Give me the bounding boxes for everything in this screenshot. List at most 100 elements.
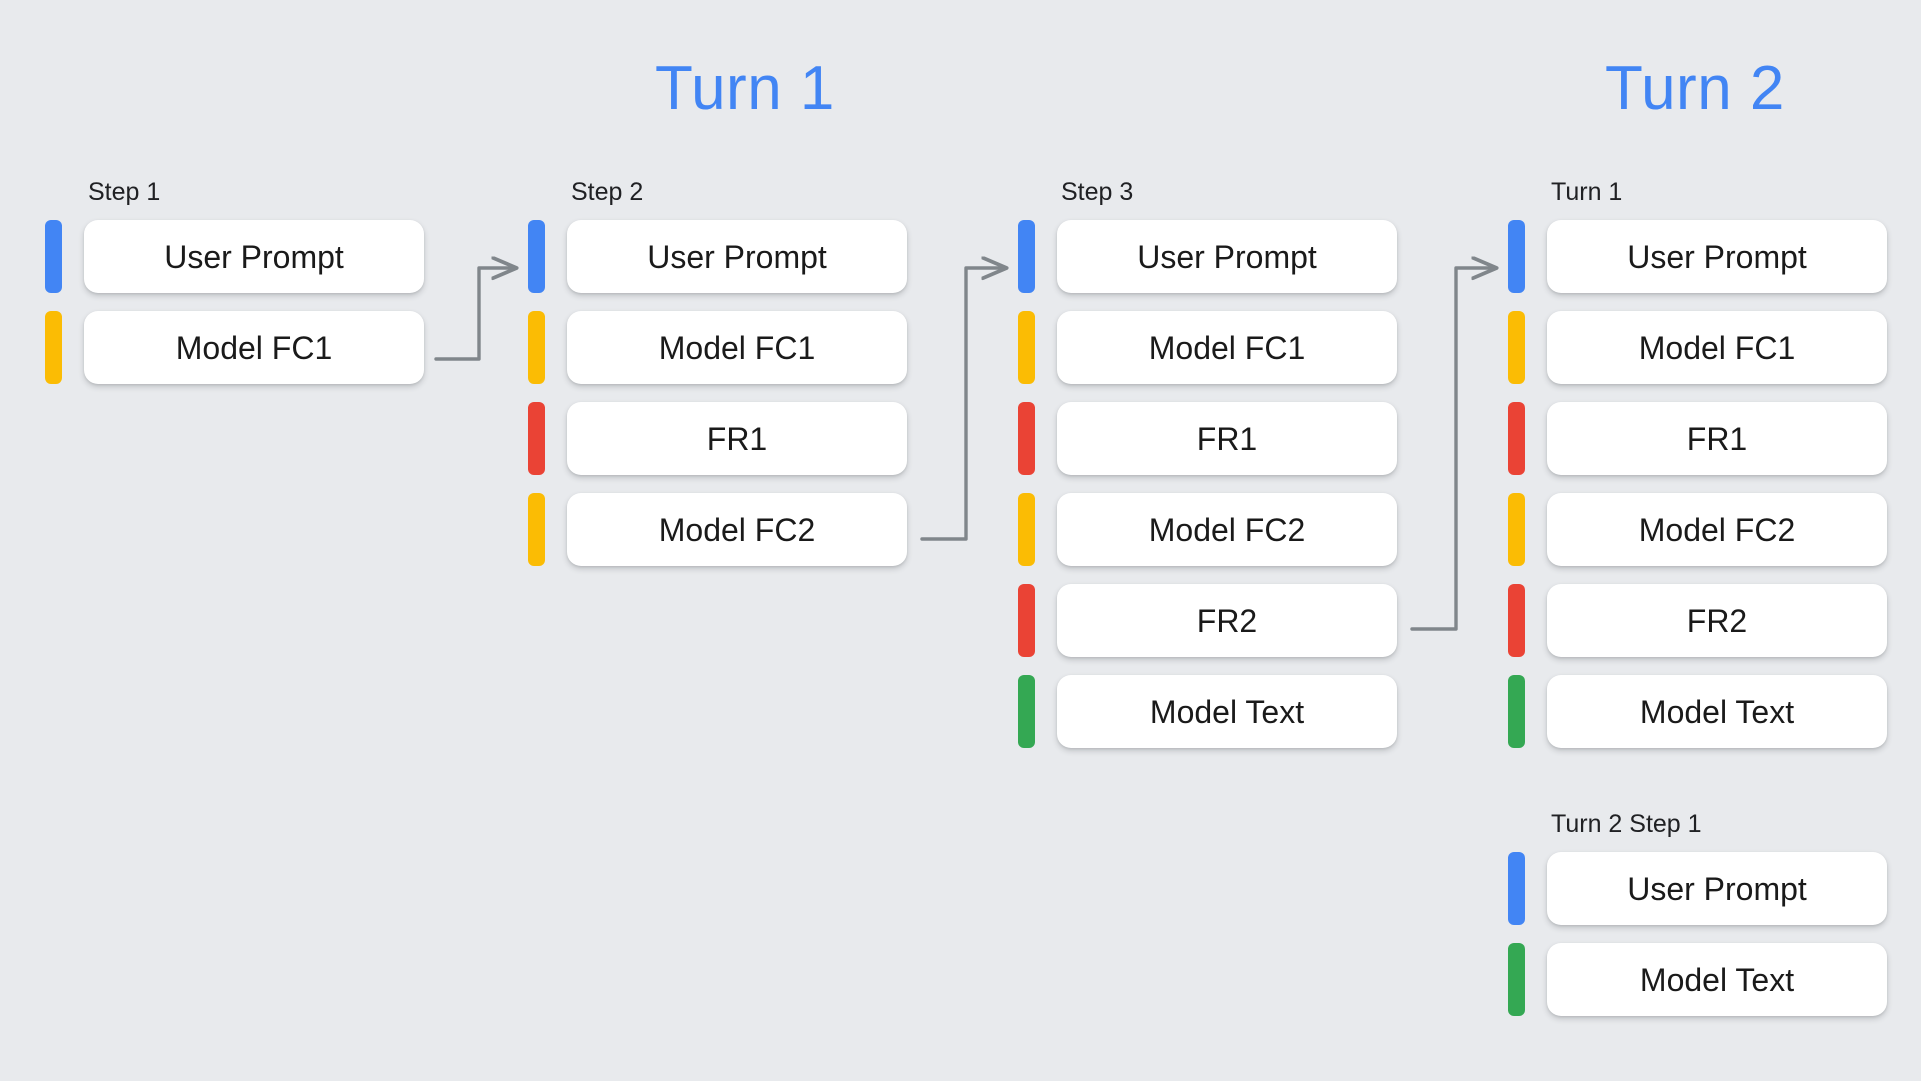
connector-step3-to-turn1 xyxy=(1410,268,1496,631)
user-prompt-card[interactable]: User Prompt xyxy=(84,220,424,293)
turn-1-title: Turn 1 xyxy=(655,54,835,123)
flow-row: FR2 xyxy=(1018,584,1397,657)
flow-row: Model FC1 xyxy=(528,311,907,384)
function-response-card[interactable]: FR2 xyxy=(1057,584,1397,657)
flow-row: User Prompt xyxy=(45,220,424,293)
model-function-call-color-bar xyxy=(1508,311,1525,384)
card-label: User Prompt xyxy=(164,238,344,275)
model-function-call-card[interactable]: Model FC2 xyxy=(1057,493,1397,566)
model-text-card[interactable]: Model Text xyxy=(1057,675,1397,748)
flow-row: Model FC1 xyxy=(45,311,424,384)
card-label: User Prompt xyxy=(1627,238,1807,275)
model-function-call-color-bar xyxy=(1508,493,1525,566)
function-response-color-bar xyxy=(1508,402,1525,475)
function-response-card[interactable]: FR2 xyxy=(1547,584,1887,657)
column-label-step-2: Step 2 xyxy=(571,178,644,206)
card-label: Model Text xyxy=(1149,693,1305,730)
model-function-call-color-bar xyxy=(528,311,545,384)
card-label: FR2 xyxy=(1686,602,1748,639)
flow-row: User Prompt xyxy=(1508,220,1887,293)
card-label: Model FC2 xyxy=(1148,511,1306,548)
user-prompt-card[interactable]: User Prompt xyxy=(1547,220,1887,293)
function-response-color-bar xyxy=(1018,584,1035,657)
card-label: FR2 xyxy=(1196,602,1258,639)
model-function-call-card[interactable]: Model FC2 xyxy=(1547,493,1887,566)
flow-row: User Prompt xyxy=(1508,852,1887,925)
column-label-step-3: Step 3 xyxy=(1061,178,1134,206)
model-text-color-bar xyxy=(1018,675,1035,748)
user-prompt-card[interactable]: User Prompt xyxy=(1547,852,1887,925)
user-prompt-color-bar xyxy=(1508,220,1525,293)
model-function-call-color-bar xyxy=(1018,311,1035,384)
card-label: FR1 xyxy=(1686,420,1748,457)
user-prompt-color-bar xyxy=(1018,220,1035,293)
column-label-turn-1: Turn 1 xyxy=(1551,178,1623,206)
model-text-card[interactable]: Model Text xyxy=(1547,675,1887,748)
function-response-color-bar xyxy=(528,402,545,475)
model-function-call-card[interactable]: Model FC1 xyxy=(1547,311,1887,384)
model-text-card[interactable]: Model Text xyxy=(1547,943,1887,1016)
flow-row: FR1 xyxy=(1018,402,1397,475)
flow-row: Model FC2 xyxy=(1508,493,1887,566)
function-response-card[interactable]: FR1 xyxy=(1057,402,1397,475)
function-response-color-bar xyxy=(1018,402,1035,475)
flow-row: FR2 xyxy=(1508,584,1887,657)
connector-step1-to-step2 xyxy=(434,268,516,361)
model-function-call-color-bar xyxy=(1018,493,1035,566)
model-function-call-color-bar xyxy=(528,493,545,566)
flow-row: User Prompt xyxy=(528,220,907,293)
user-prompt-card[interactable]: User Prompt xyxy=(1057,220,1397,293)
flow-row: User Prompt xyxy=(1018,220,1397,293)
card-label: Model FC2 xyxy=(1638,511,1796,548)
model-text-color-bar xyxy=(1508,675,1525,748)
model-function-call-card[interactable]: Model FC2 xyxy=(567,493,907,566)
column-label-step-1: Step 1 xyxy=(88,178,161,206)
flow-row: FR1 xyxy=(1508,402,1887,475)
card-label: FR1 xyxy=(706,420,768,457)
flow-row: FR1 xyxy=(528,402,907,475)
function-response-color-bar xyxy=(1508,584,1525,657)
flow-row: Model Text xyxy=(1508,943,1887,1016)
card-label: Model FC2 xyxy=(658,511,816,548)
user-prompt-color-bar xyxy=(45,220,62,293)
user-prompt-color-bar xyxy=(528,220,545,293)
card-label: Model FC1 xyxy=(1638,329,1796,366)
flow-row: Model FC2 xyxy=(1018,493,1397,566)
card-label: User Prompt xyxy=(1627,870,1807,907)
column-label-turn-2-step-1: Turn 2 Step 1 xyxy=(1551,810,1702,838)
card-label: Model FC1 xyxy=(658,329,816,366)
flow-row: Model FC1 xyxy=(1018,311,1397,384)
flow-row: Model FC1 xyxy=(1508,311,1887,384)
card-label: User Prompt xyxy=(1137,238,1317,275)
function-response-card[interactable]: FR1 xyxy=(1547,402,1887,475)
card-label: Model FC1 xyxy=(175,329,333,366)
model-function-call-card[interactable]: Model FC1 xyxy=(567,311,907,384)
model-function-call-card[interactable]: Model FC1 xyxy=(84,311,424,384)
user-prompt-card[interactable]: User Prompt xyxy=(567,220,907,293)
function-response-card[interactable]: FR1 xyxy=(567,402,907,475)
card-label: Model Text xyxy=(1639,693,1795,730)
card-label: User Prompt xyxy=(647,238,827,275)
model-text-color-bar xyxy=(1508,943,1525,1016)
model-function-call-color-bar xyxy=(45,311,62,384)
card-label: Model Text xyxy=(1639,961,1795,998)
card-label: FR1 xyxy=(1196,420,1258,457)
flow-row: Model FC2 xyxy=(528,493,907,566)
card-label: Model FC1 xyxy=(1148,329,1306,366)
flow-row: Model Text xyxy=(1508,675,1887,748)
flow-row: Model Text xyxy=(1018,675,1397,748)
user-prompt-color-bar xyxy=(1508,852,1525,925)
model-function-call-card[interactable]: Model FC1 xyxy=(1057,311,1397,384)
turn-2-title: Turn 2 xyxy=(1605,54,1785,123)
connector-step2-to-step3 xyxy=(920,268,1006,541)
